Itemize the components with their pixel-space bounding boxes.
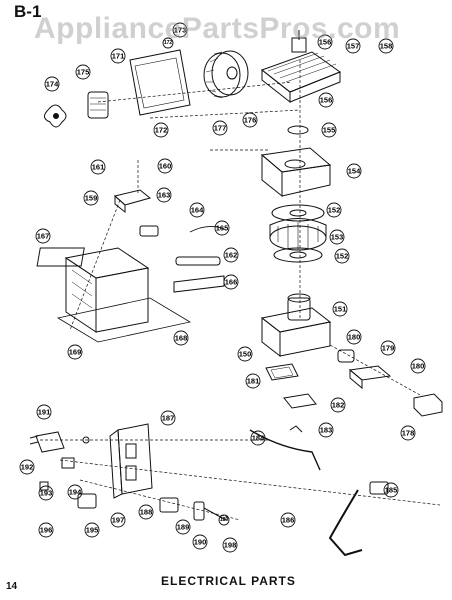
callout-193: 193 — [40, 489, 53, 498]
callout-156-top: 156 — [319, 38, 332, 47]
callout-166: 166 — [225, 278, 238, 287]
callout-155: 155 — [323, 126, 336, 135]
callout-164: 164 — [191, 206, 204, 215]
callout-192: 192 — [21, 463, 34, 472]
callout-174: 174 — [46, 80, 59, 89]
callout-172: 172 — [155, 126, 168, 135]
callout-197: 197 — [112, 516, 125, 525]
callout-159: 159 — [85, 194, 98, 203]
callout-158: 158 — [380, 42, 393, 51]
callout-173: 173 — [174, 26, 187, 35]
callout-179: 179 — [382, 344, 395, 353]
callout-168: 168 — [175, 334, 188, 343]
callout-153: 153 — [331, 233, 344, 242]
callout-180-right: 180 — [412, 362, 425, 371]
callout-191: 191 — [38, 408, 51, 417]
callout-circles — [19, 22, 426, 553]
callout-171: 171 — [112, 52, 125, 61]
callout-190: 190 — [194, 538, 207, 547]
callout-186: 186 — [282, 516, 295, 525]
callout-189-small: 189 — [220, 517, 229, 523]
callout-152-lower: 152 — [336, 252, 349, 261]
callout-151: 151 — [334, 305, 347, 314]
callout-156: 156 — [320, 96, 333, 105]
callout-183: 183 — [320, 426, 333, 435]
wiring-harness — [249, 425, 389, 557]
assembly-lines — [40, 60, 441, 521]
page-number: 14 — [6, 581, 18, 592]
callout-154: 154 — [348, 167, 361, 176]
callout-161: 161 — [92, 163, 105, 172]
callout-187: 187 — [162, 414, 175, 423]
callout-181: 181 — [247, 377, 260, 386]
callout-165: 165 — [216, 224, 229, 233]
fan-motor-assembly — [44, 49, 249, 128]
callout-152-upper: 152 — [328, 206, 341, 215]
callout-184: 184 — [252, 434, 265, 443]
callout-178: 178 — [402, 429, 415, 438]
callout-162: 162 — [225, 251, 238, 260]
small-electrical-parts — [113, 189, 227, 293]
control-switch-assembly — [29, 423, 227, 521]
callout-175: 175 — [77, 68, 90, 77]
callout-169: 169 — [69, 348, 82, 357]
callout-labels: 171 173 172 156 157 158 174 175 172 177 … — [21, 26, 425, 550]
callout-172-top: 172 — [164, 40, 173, 46]
callout-177: 177 — [214, 124, 227, 133]
callout-160: 160 — [159, 162, 172, 171]
callout-188: 188 — [140, 508, 153, 517]
sheet-id: B-1 — [14, 2, 42, 21]
callout-150: 150 — [239, 350, 252, 359]
callout-182: 182 — [332, 401, 345, 410]
transformer — [36, 247, 192, 343]
callout-198: 198 — [224, 541, 237, 550]
thermal-cutout-parts — [265, 349, 443, 417]
callout-185: 185 — [385, 486, 398, 495]
callout-176: 176 — [244, 116, 257, 125]
callout-196: 196 — [40, 526, 53, 535]
magnetron-heatsink — [260, 30, 342, 358]
callout-163: 163 — [158, 191, 171, 200]
footer-title: ELECTRICAL PARTS — [161, 574, 296, 588]
callout-180-left: 180 — [348, 333, 361, 342]
callout-195: 195 — [86, 526, 99, 535]
callout-167: 167 — [37, 232, 50, 241]
callout-189: 189 — [177, 523, 190, 532]
callout-194: 194 — [69, 488, 82, 497]
callout-157: 157 — [347, 42, 360, 51]
watermark: AppliancePartsPros.com — [34, 12, 401, 45]
